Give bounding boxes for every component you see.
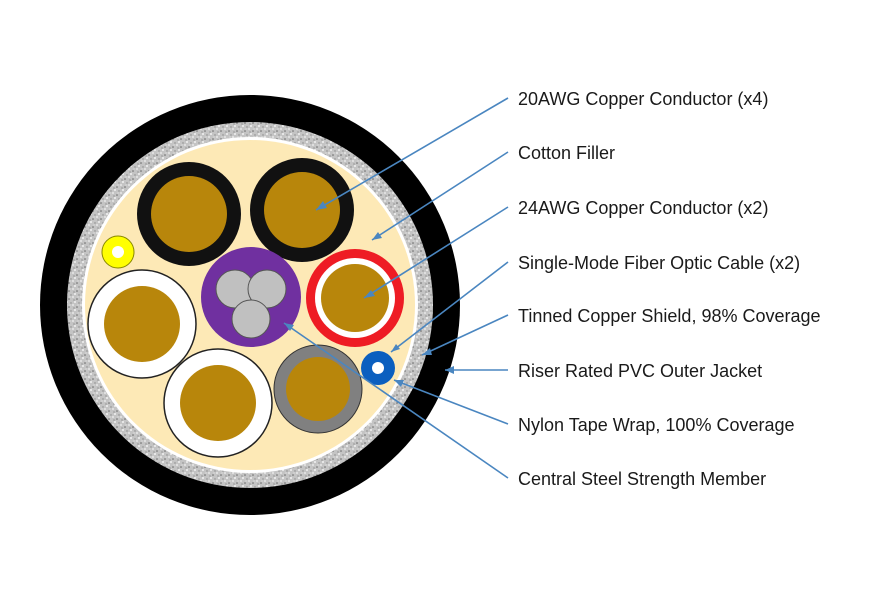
label-pvc-outer-jacket: Riser Rated PVC Outer Jacket	[518, 361, 763, 381]
conductor-20awg-black-left	[137, 162, 241, 266]
arrowhead-filler	[372, 232, 382, 240]
conductor-24awg-red	[306, 249, 404, 347]
leader-line-fiber	[390, 261, 509, 353]
label-tinned-copper-shield: Tinned Copper Shield, 98% Coverage	[518, 306, 821, 326]
arrowhead-fiber	[391, 344, 400, 352]
leader-line-tape	[393, 379, 509, 425]
label-24awg-copper-conductor: 24AWG Copper Conductor (x2)	[518, 198, 769, 218]
conductor-20awg-black-right	[250, 158, 354, 262]
label-cotton-filler: Cotton Filler	[518, 143, 616, 163]
conductor-20awg-white-bottom	[163, 348, 273, 458]
arrowhead-strength	[284, 323, 294, 331]
leader-line-shield	[421, 314, 509, 356]
arrowhead-shield	[422, 348, 432, 355]
conductor-24awg-gray	[273, 344, 363, 434]
leader-line-filler	[371, 151, 509, 241]
leader-line-20awg	[315, 97, 509, 211]
arrowhead-20awg	[316, 201, 327, 210]
fiber-optic-blue	[361, 351, 395, 385]
arrowhead-24awg	[364, 290, 375, 298]
label-central-steel-strength-member: Central Steel Strength Member	[518, 469, 767, 489]
leader-line-strength	[283, 322, 509, 479]
central-steel-strength-member	[201, 247, 301, 347]
arrowhead-jacket	[445, 366, 454, 374]
label-nylon-tape-wrap: Nylon Tape Wrap, 100% Coverage	[518, 415, 795, 435]
leader-line-24awg	[363, 206, 509, 299]
label-20awg-copper-conductor: 20AWG Copper Conductor (x4)	[518, 89, 769, 109]
fiber-optic-yellow	[101, 235, 135, 269]
conductor-20awg-white-left	[87, 269, 197, 379]
label-single-mode-fiber: Single-Mode Fiber Optic Cable (x2)	[518, 253, 801, 273]
arrowhead-tape	[394, 380, 404, 387]
